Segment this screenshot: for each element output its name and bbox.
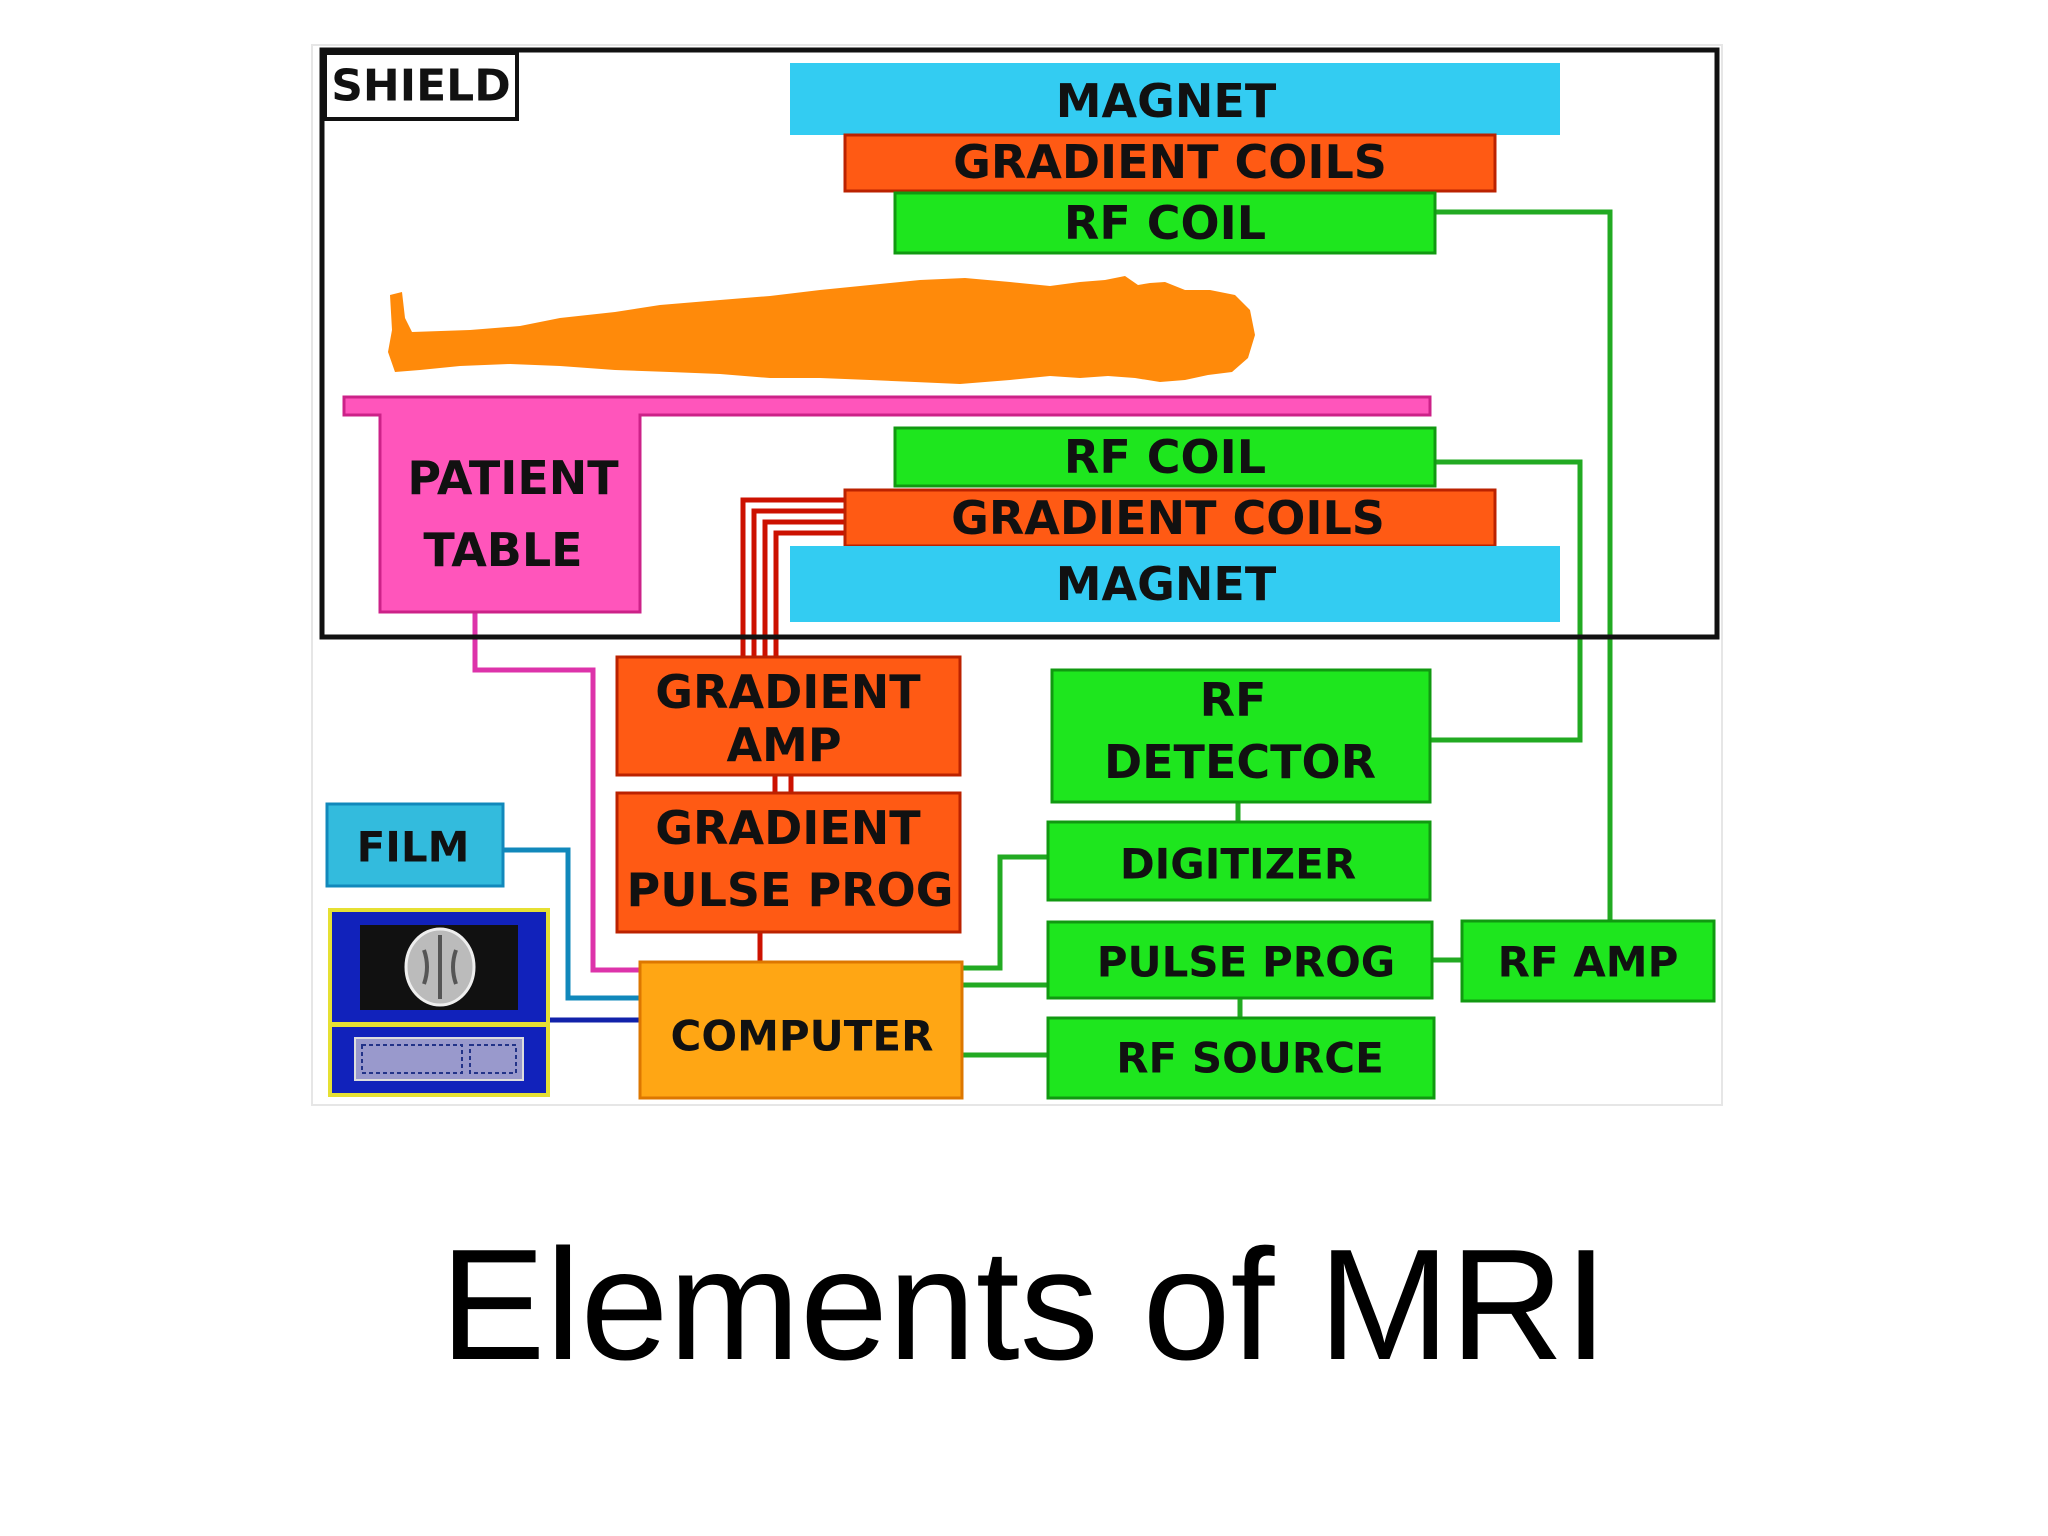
rf-source-box: [1046, 1016, 1436, 1100]
top-rf-coil: [893, 191, 1437, 255]
bottom-gradient-coils-label: GRADIENT COILS: [951, 491, 1385, 545]
wire-digitizer-to-computer: [962, 854, 1048, 971]
rf-detector-box: [1050, 668, 1432, 804]
wire-gradient-bundle-3: [762, 519, 845, 657]
gradient-pulse-prog-box: [615, 791, 962, 934]
film-box: [325, 802, 505, 888]
wire-gradient-bundle-2: [751, 508, 845, 657]
patient-table-label-line2: TABLE: [423, 523, 582, 577]
gradient-amp-box: [615, 655, 962, 777]
top-gradient-coils: [843, 133, 1497, 193]
top-gradient-coils-label: GRADIENT COILS: [953, 135, 1387, 189]
shield-label: SHIELD: [331, 61, 511, 112]
rf-amp-label: RF AMP: [1498, 938, 1679, 987]
rf-detector-label-line2: DETECTOR: [1104, 735, 1376, 789]
gradient-amp-label-line2: AMP: [726, 718, 841, 772]
digitizer-box: [1046, 820, 1432, 902]
computer-box: [638, 960, 964, 1100]
patient-body: [388, 276, 1255, 384]
computer-label: COMPUTER: [671, 1012, 934, 1061]
wire-gradient-bundle-1: [740, 497, 845, 657]
film-label: FILM: [357, 823, 470, 872]
rf-detector-label-line1: RF: [1200, 673, 1267, 727]
digitizer-label: DIGITIZER: [1120, 840, 1356, 889]
pulse-prog-label: PULSE PROG: [1097, 938, 1396, 987]
brain-scan-detail: [422, 935, 458, 999]
bottom-magnet-label: MAGNET: [1056, 557, 1277, 611]
bottom-rf-coil-label: RF COIL: [1064, 430, 1266, 484]
keyboard-keys-main: [361, 1044, 463, 1074]
rf-amp-box: [1460, 919, 1716, 1003]
rf-source-label: RF SOURCE: [1116, 1034, 1384, 1083]
wire-film-to-computer: [503, 847, 640, 1001]
patient-table: [342, 395, 1432, 614]
wires: [472, 209, 1613, 1058]
top-rf-coil-label: RF COIL: [1064, 196, 1266, 250]
top-magnet-label: MAGNET: [1056, 74, 1277, 128]
shield-label-box: [323, 51, 519, 121]
bottom-gradient-coils: [843, 488, 1497, 548]
patient-table-label-line1: PATIENT: [407, 451, 619, 505]
slide-title: Elements of MRI: [440, 1217, 1608, 1393]
bottom-magnet: [790, 546, 1560, 622]
pulse-prog-box: [1046, 920, 1434, 1000]
wire-rf-coil-to-rf-amp: [1432, 209, 1613, 921]
bottom-rf-coil: [893, 426, 1437, 488]
gradient-pulse-prog-label-line2: PULSE PROG: [627, 863, 954, 917]
keyboard-keys-pad: [469, 1044, 517, 1074]
wire-gradient-bundle-4: [773, 530, 845, 657]
wire-rf-coil-to-detector: [1430, 459, 1583, 743]
top-magnet: [790, 63, 1560, 135]
gradient-pulse-prog-label-line1: GRADIENT: [655, 801, 921, 855]
operator-console: [328, 908, 550, 1097]
wire-table-to-computer: [472, 612, 640, 973]
console-divider: [330, 1022, 548, 1027]
gradient-amp-label-line1: GRADIENT: [655, 665, 921, 719]
shield-enclosure: [319, 47, 1720, 640]
